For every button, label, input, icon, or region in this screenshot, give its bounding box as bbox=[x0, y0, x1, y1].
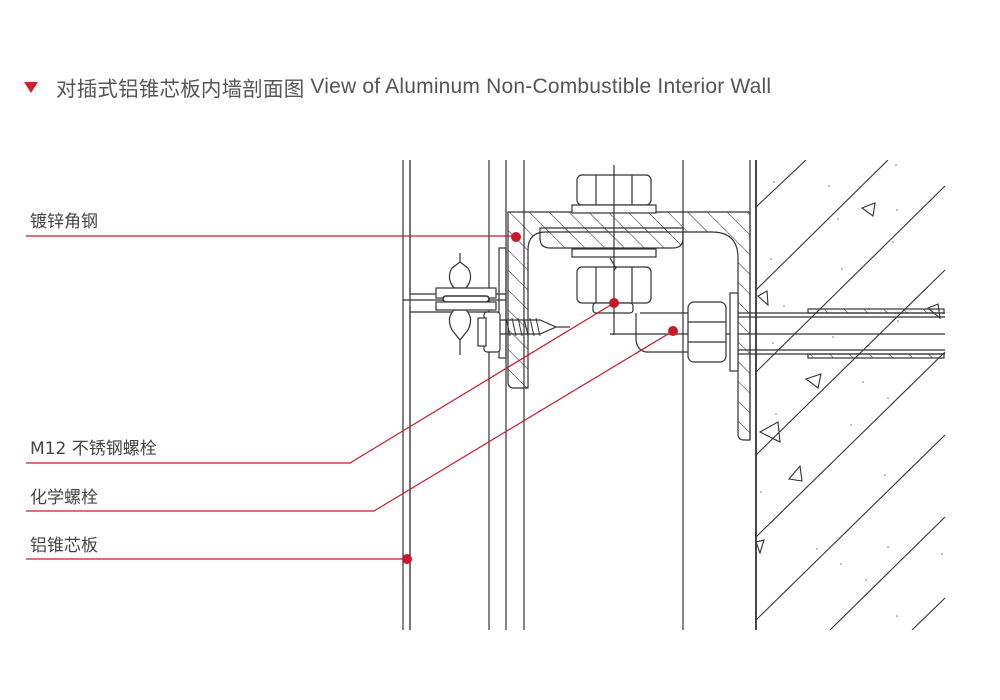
leader-line-chemical-bolt bbox=[26, 330, 674, 512]
galvanized-angle-steel bbox=[507, 211, 751, 441]
chemical-anchor-bolt bbox=[610, 292, 945, 372]
callout-dot-m12-bolt bbox=[609, 298, 619, 308]
callout-label-m12-bolt: M12 不锈钢螺栓 bbox=[30, 439, 157, 459]
diagram-title: 对插式铝锥芯板内墙剖面图 View of Aluminum Non-Combus… bbox=[22, 72, 771, 102]
concrete-wall bbox=[756, 160, 946, 630]
title-en: View of Aluminum Non-Combustible Interio… bbox=[310, 75, 772, 98]
title-zh: 对插式铝锥芯板内墙剖面图 bbox=[56, 77, 305, 101]
concrete-dots bbox=[760, 164, 943, 617]
callout-dot-panel bbox=[402, 554, 412, 564]
callout-label-chemical-bolt: 化学螺栓 bbox=[30, 488, 98, 508]
aluminum-panel-lines bbox=[402, 160, 684, 630]
m12-bolt bbox=[571, 165, 657, 335]
leader-line-m12-bolt bbox=[26, 302, 615, 464]
callout-label-aluminum-panel: 铝锥芯板 bbox=[30, 536, 98, 556]
callout-label-galvanized-angle-steel: 镀锌角钢 bbox=[30, 212, 98, 232]
bolt-plate bbox=[539, 227, 684, 249]
callout-dot-angle-steel bbox=[511, 232, 521, 242]
callout-dot-chemical-bolt bbox=[668, 326, 678, 336]
down-triangle-icon bbox=[24, 81, 38, 93]
screw-and-rivet bbox=[435, 253, 570, 355]
